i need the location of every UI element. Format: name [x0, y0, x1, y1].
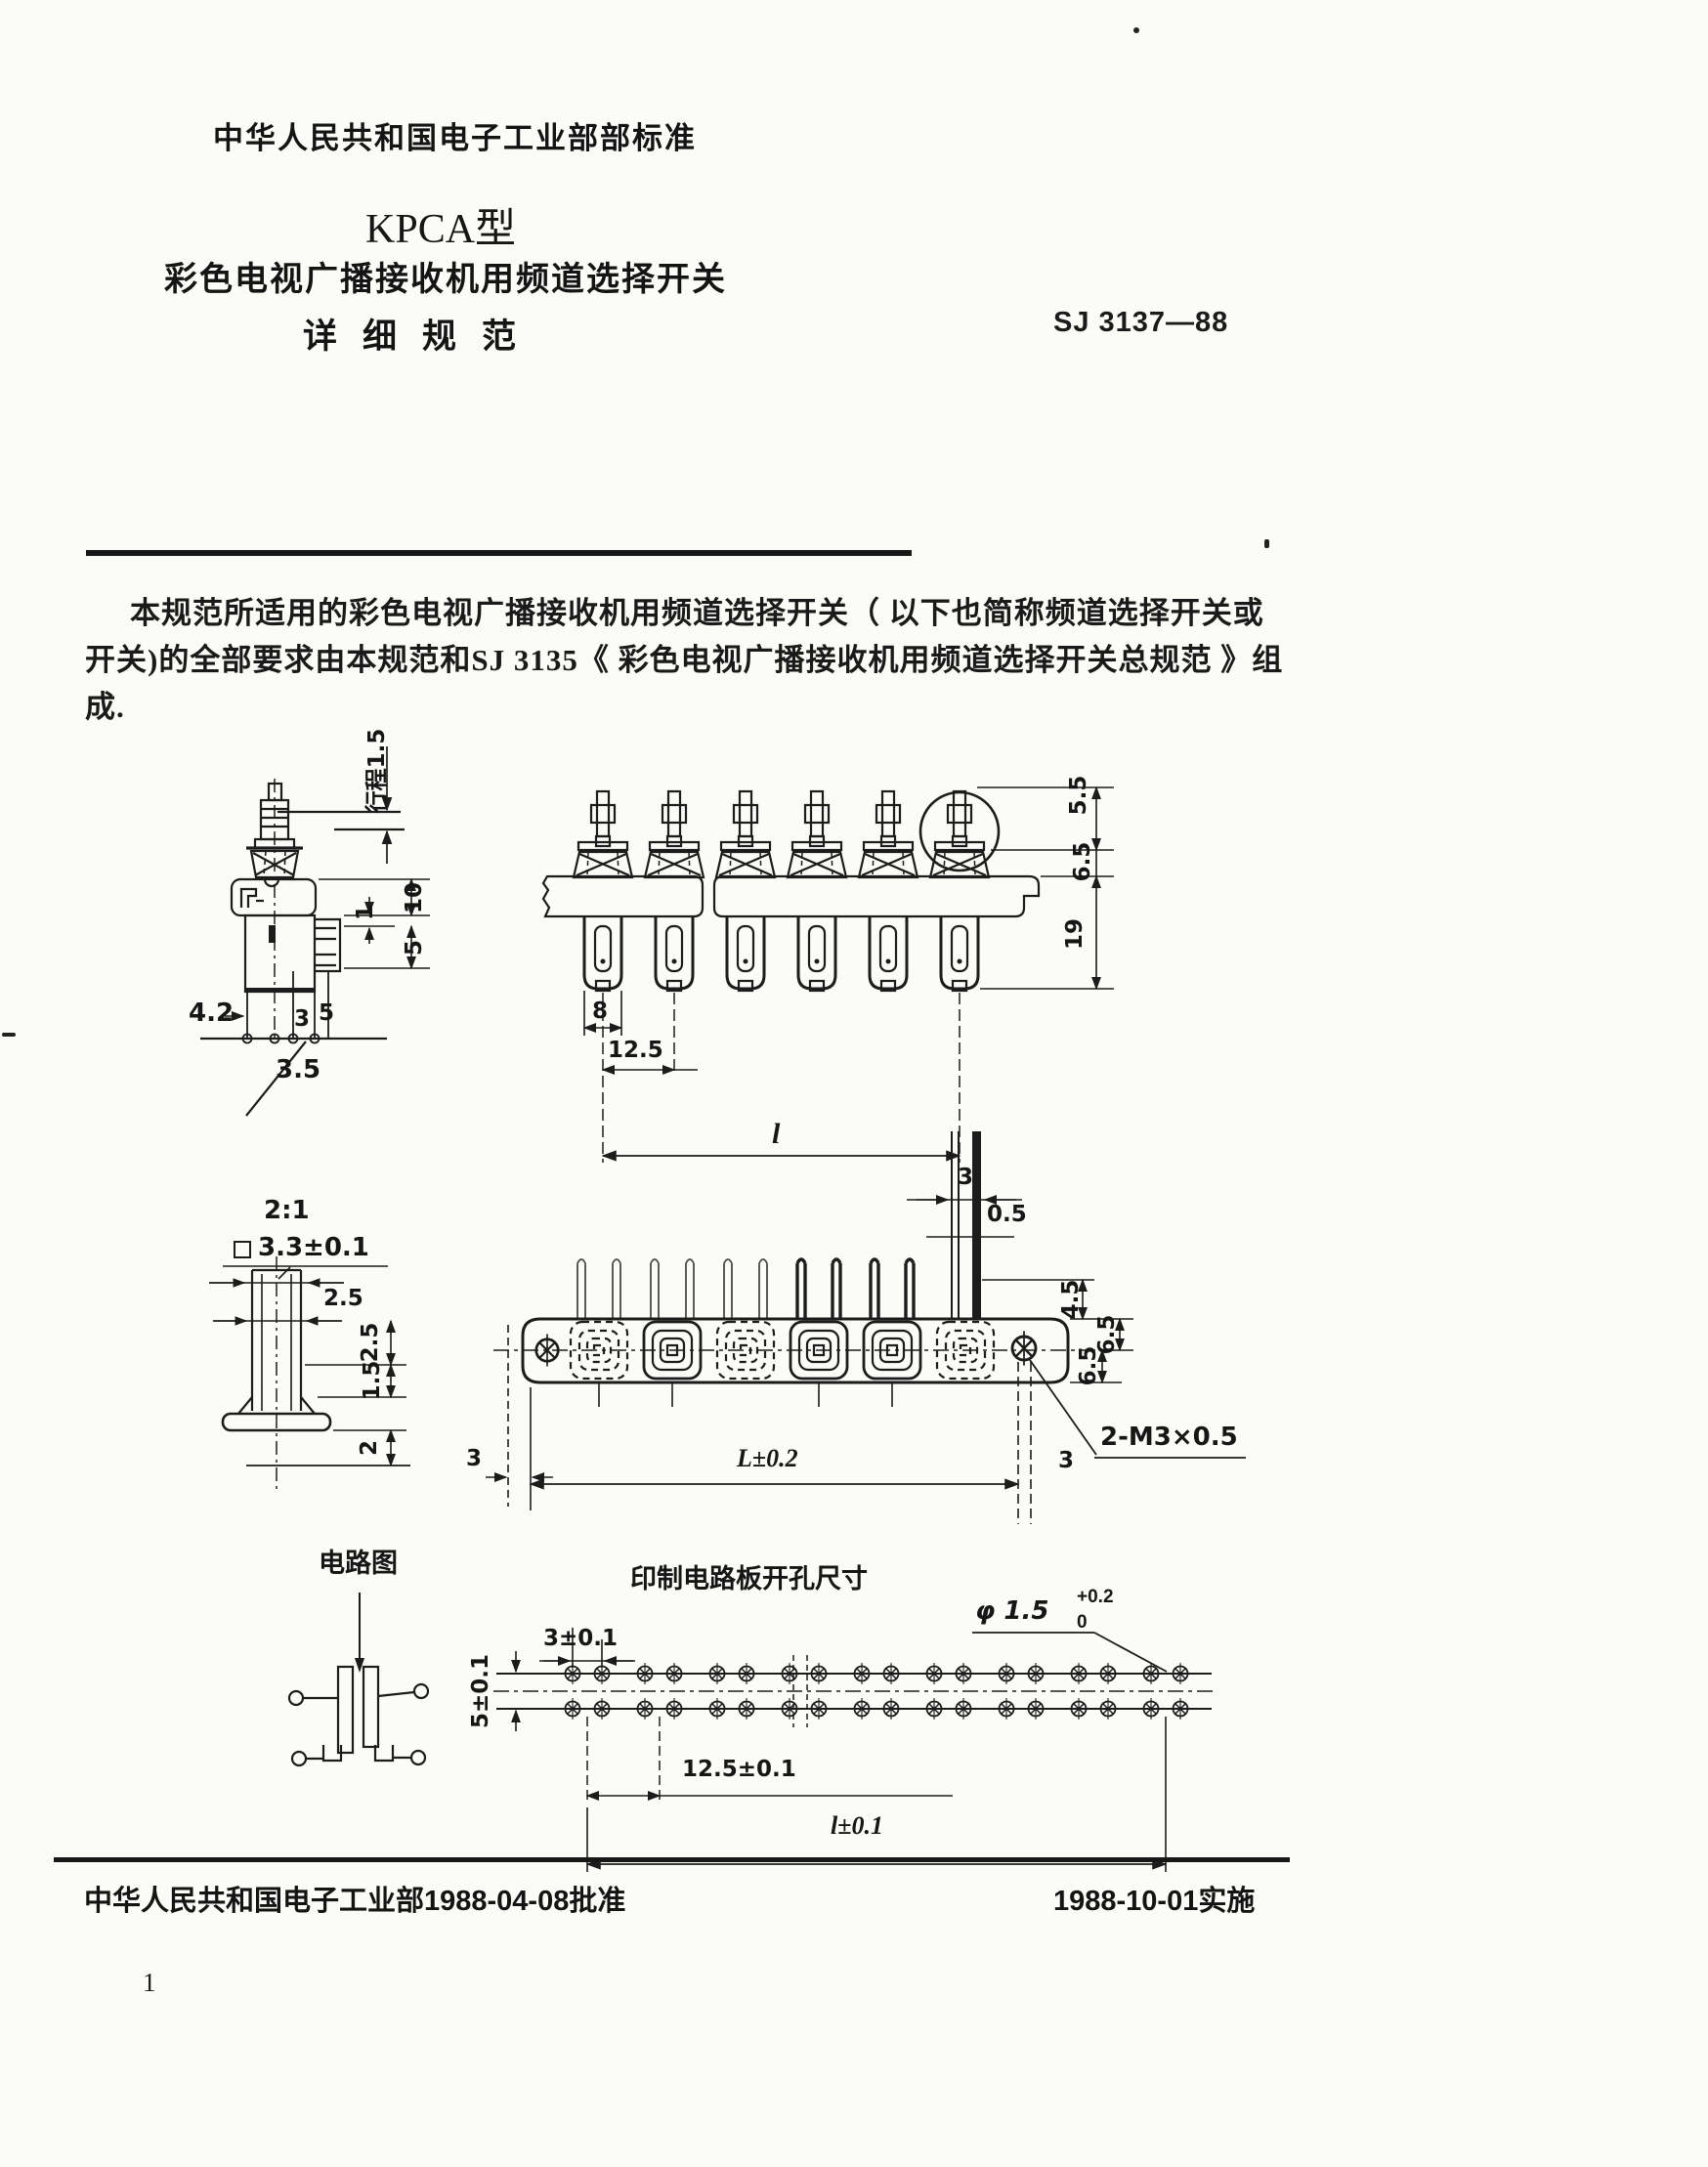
dim-2: 2 — [357, 1440, 382, 1457]
dim-3-top: 3 — [958, 1165, 974, 1190]
scan-speck — [1133, 27, 1139, 33]
dim-5-right: 5 — [402, 940, 427, 956]
dim-6-5-b: 6.5 — [1076, 1345, 1101, 1386]
dim-thread-m3: 2-M3×0.5 — [1100, 1423, 1238, 1452]
fig-circuit — [287, 1593, 430, 1767]
dim-stroke-1-5: 行程1.5 — [364, 728, 390, 814]
dim-3-bottom: 3 — [294, 1006, 311, 1032]
dim-12-5: 12.5 — [608, 1038, 663, 1063]
detail-scale: 2:1 — [264, 1196, 310, 1225]
dim-l-length: l — [772, 1118, 781, 1150]
title-divider-rule — [86, 550, 912, 556]
scan-speck — [2, 1033, 16, 1037]
dim-3-0-1: 3±0.1 — [543, 1626, 619, 1651]
document-subtitle: 详细规范 — [303, 318, 542, 356]
dim-5-bottom: 5 — [319, 1000, 335, 1026]
scan-speck — [1264, 539, 1269, 548]
paragraph-line-1: 本规范所适用的彩色电视广播接收机用频道选择开关（ 以下也简称频道选择开关或 — [130, 596, 1264, 630]
dim-5-0-1: 5±0.1 — [468, 1653, 493, 1729]
model-title: KPCA型 — [365, 207, 517, 252]
dim-6-5: 6.5 — [1070, 841, 1095, 882]
circuit-diagram-label: 电路图 — [319, 1549, 398, 1578]
paragraph-line-2: 开关)的全部要求由本规范和SJ 3135《 彩色电视广播接收机用频道选择开关总规… — [85, 643, 1284, 677]
dim-3-5: 3.5 — [276, 1055, 321, 1084]
dia-tolerance-upper: +0.2 — [1077, 1587, 1114, 1607]
footer-implementation: 1988-10-01实施 — [1053, 1886, 1256, 1917]
dim-3-left: 3 — [466, 1446, 483, 1471]
dim-l-0-1: l±0.1 — [831, 1811, 883, 1840]
ministry-standard-header: 中华人民共和国电子工业部部标准 — [213, 121, 697, 155]
pcb-hole-dimensions-label: 印制电路板开孔尺寸 — [630, 1564, 868, 1593]
dim-12-5-0-1: 12.5±0.1 — [682, 1757, 796, 1782]
dim-4-2: 4.2 — [189, 999, 235, 1028]
dim-2-5-a: 2.5 — [323, 1286, 363, 1311]
footer-divider-rule — [54, 1857, 1290, 1862]
dia-tolerance-lower: 0 — [1077, 1612, 1088, 1633]
dim-L-0-2: L±0.2 — [737, 1444, 798, 1472]
fig-front-view — [541, 786, 1114, 1163]
dim-square-3-3: 3.3±0.1 — [258, 1233, 369, 1262]
dim-19: 19 — [1062, 918, 1088, 951]
standard-number: SJ 3137—88 — [1053, 307, 1229, 338]
fig-top-view — [486, 1131, 1246, 1524]
page-number: 1 — [143, 1968, 156, 1997]
footer-approval: 中华人民共和国电子工业部1988-04-08批准 — [84, 1886, 626, 1917]
paragraph-line-3: 成. — [85, 690, 125, 724]
dim-1-5: 1.5 — [360, 1360, 385, 1401]
dim-8: 8 — [592, 999, 609, 1024]
dim-1: 1 — [353, 905, 378, 921]
dim-3-leader: 3 — [1058, 1448, 1075, 1473]
document-title: 彩色电视广播接收机用频道选择开关 — [164, 261, 727, 298]
dim-0-5: 0.5 — [987, 1202, 1027, 1227]
dim-dia-1-5: φ 1.5 — [975, 1596, 1049, 1626]
